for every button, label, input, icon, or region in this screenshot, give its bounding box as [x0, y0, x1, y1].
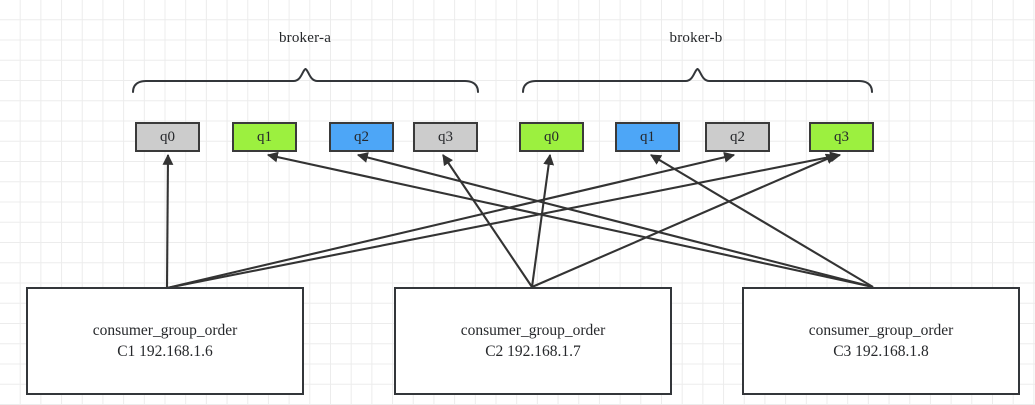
consumer-node-address: C1 192.168.1.6 — [117, 342, 213, 360]
link-c2-to-b-q3 — [531, 153, 838, 288]
broker-label-broker-a: broker-a — [278, 30, 332, 46]
consumer-group-name: consumer_group_order — [808, 321, 954, 339]
consumer-box-c3[interactable]: consumer_group_order C3 192.168.1.8 — [742, 287, 1020, 395]
consumer-box-c1[interactable]: consumer_group_order C1 192.168.1.6 — [26, 287, 304, 395]
consumer-group-name: consumer_group_order — [92, 321, 238, 339]
consumer-group-name: consumer_group_order — [460, 321, 606, 339]
queue-box-b-q0[interactable]: q0 — [519, 122, 584, 152]
queue-box-b-q3[interactable]: q3 — [809, 122, 874, 152]
broker-label-broker-b: broker-b — [669, 30, 723, 46]
link-c2-to-a-q3 — [442, 154, 533, 288]
link-c1-to-b-q2 — [166, 151, 736, 290]
link-c2-to-b-q0 — [530, 153, 555, 288]
link-c1-to-a-q0 — [162, 153, 174, 289]
broker-brace-group — [132, 67, 873, 93]
queue-label: q3 — [438, 128, 453, 145]
link-c3-to-a-q2 — [356, 152, 874, 289]
queue-box-a-q2[interactable]: q2 — [329, 122, 394, 152]
brace-broker-a — [132, 67, 479, 93]
link-c1-to-b-q3 — [166, 151, 842, 290]
queue-box-a-q0[interactable]: q0 — [135, 122, 200, 152]
queue-box-a-q1[interactable]: q1 — [232, 122, 297, 152]
queue-box-b-q1[interactable]: q1 — [615, 122, 680, 152]
brace-broker-b — [522, 67, 873, 93]
queue-label: q0 — [160, 128, 175, 145]
consumer-box-c2[interactable]: consumer_group_order C2 192.168.1.7 — [394, 287, 672, 395]
queue-label: q2 — [730, 128, 745, 145]
consumer-node-address: C3 192.168.1.8 — [833, 342, 929, 360]
queue-label: q1 — [640, 128, 655, 145]
queue-box-b-q2[interactable]: q2 — [705, 122, 770, 152]
consumer-node-address: C2 192.168.1.7 — [485, 342, 581, 360]
consumer-queue-link-group — [162, 151, 874, 290]
link-c3-to-a-q1 — [266, 151, 874, 289]
link-c3-to-b-q1 — [650, 154, 874, 288]
queue-label: q3 — [834, 128, 849, 145]
queue-label: q0 — [544, 128, 559, 145]
queue-label: q1 — [257, 128, 272, 145]
queue-label: q2 — [354, 128, 369, 145]
queue-box-a-q3[interactable]: q3 — [413, 122, 478, 152]
